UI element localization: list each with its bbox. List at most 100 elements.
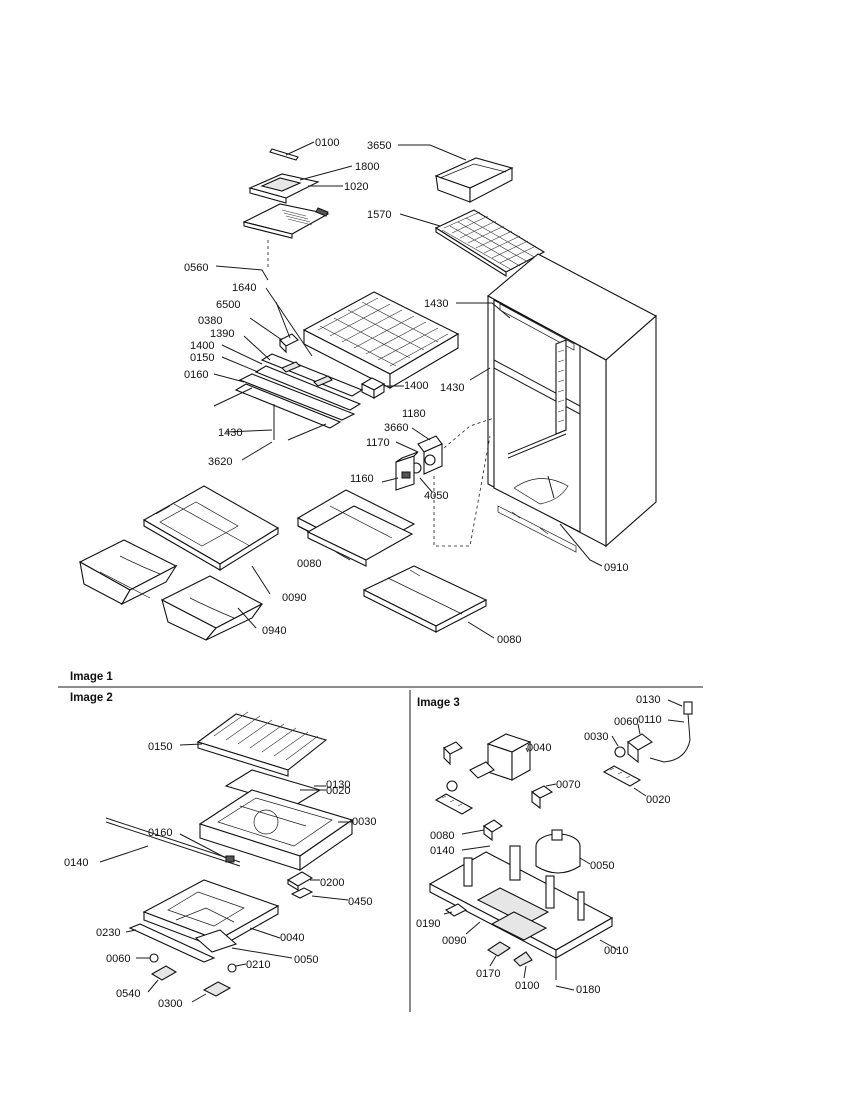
callout-1160: 1160: [350, 473, 374, 485]
callout-0140: 0140: [64, 857, 88, 869]
callout-1640: 1640: [232, 282, 256, 294]
callout-1170: 1170: [366, 437, 390, 449]
callout-0030: 0030: [352, 816, 376, 828]
callout-0040: 0040: [527, 742, 551, 754]
callout-0210: 0210: [246, 959, 270, 971]
callout-0230: 0230: [96, 927, 120, 939]
part-0080-upper-pan: [296, 489, 416, 567]
callout-0140: 0140: [430, 845, 454, 857]
callout-3650: 3650: [367, 140, 391, 152]
callout-0200: 0200: [320, 877, 344, 889]
part-0150-cover: [179, 711, 328, 777]
part-0030-tray: [198, 785, 354, 872]
callout-1390: 1390: [210, 328, 234, 340]
callout-3660: 3660: [384, 422, 408, 434]
part-6500-clip: [279, 333, 299, 354]
callout-0180: 0180: [576, 984, 600, 996]
callout-1430-top: 1430: [424, 298, 448, 310]
callout-0050: 0050: [590, 860, 614, 872]
callout-0060: 0060: [106, 953, 130, 965]
part-0080-lower-shelf: [362, 565, 495, 639]
callout-0560: 0560: [184, 262, 208, 274]
part-0100-grommet: [513, 951, 533, 979]
image1-leaders: [213, 301, 431, 453]
callout-0160: 0160: [184, 369, 208, 381]
callout-1800: 1800: [355, 161, 379, 173]
image3-assembly: 0130 0110 0060 0030 0040 0070 0020 0080 …: [416, 694, 693, 996]
panel-title-image2: Image 2: [70, 692, 113, 704]
callout-3620: 3620: [208, 456, 232, 468]
image1-callout-labels: 0100 1800 1020 3650 1570 0560 1640 6500 …: [184, 137, 628, 646]
part-0210-clip: [227, 963, 247, 973]
callout-6500: 6500: [216, 299, 240, 311]
panel-title-image3: Image 3: [417, 697, 460, 709]
callout-1570: 1570: [367, 209, 391, 221]
part-0170-grommet: [486, 941, 512, 967]
callout-0070: 0070: [556, 779, 580, 791]
part-0140-rod: [99, 817, 241, 867]
callout-0020: 0020: [646, 794, 670, 806]
part-0010-base-plate: [428, 845, 619, 959]
callout-0100: 0100: [515, 980, 539, 992]
part-0060-relay: [611, 723, 653, 764]
image3-callout-labels: 0130 0110 0060 0030 0040 0070 0020 0080 …: [416, 694, 670, 996]
part-0200-bracket: [286, 871, 349, 901]
part-0100: [269, 141, 315, 161]
part-0020-bracket: [602, 765, 647, 797]
callout-0050: 0050: [294, 954, 318, 966]
callout-1180: 1180: [402, 408, 426, 420]
image2-callout-labels: 0150 0020 0130 0160 0030 0140 0200 0450 …: [64, 741, 376, 1010]
callout-0150: 0150: [148, 741, 172, 753]
callout-0020: 0020: [326, 785, 350, 797]
part-0070-part: [530, 783, 557, 810]
part-1400-block: [360, 377, 386, 399]
part-0230-strip: [125, 923, 293, 963]
part-0060-clip: [136, 953, 159, 963]
part-0540-knob: [147, 965, 178, 993]
callout-0380: 0380: [198, 315, 222, 327]
part-0090-bracket: [465, 921, 481, 935]
part-left-bracket: [434, 793, 474, 815]
part-1570-grille: [399, 209, 546, 277]
callout-0090: 0090: [282, 592, 306, 604]
panel-title-image1: Image 1: [70, 671, 113, 683]
part-1390-rail-assembly: [234, 353, 364, 429]
callout-0170: 0170: [476, 968, 500, 980]
part-0940-crisper-drawer-right: [160, 575, 264, 641]
part-0040-housing: [443, 733, 532, 792]
callout-1430-cabinet: 1430: [440, 382, 464, 394]
callout-0080-lower: 0080: [497, 634, 521, 646]
part-0050-compressor: [535, 829, 591, 874]
callout-0130: 0130: [326, 779, 350, 791]
part-3650-bin: [398, 144, 514, 203]
callout-0300: 0300: [158, 998, 182, 1010]
panel-dividers: Image 1 Image 2 Image 3: [58, 671, 703, 1012]
image1-assembly: 0100 1800 1020 3650 1570 0560 1640 6500 …: [78, 137, 657, 646]
callout-0150: 0150: [190, 352, 214, 364]
callout-0110: 0110: [638, 714, 662, 726]
part-1640-evaporator-cover: [265, 287, 460, 389]
part-0180-screw: [555, 958, 575, 991]
callout-0100: 0100: [315, 137, 339, 149]
callout-0080: 0080: [430, 830, 454, 842]
part-1800-control-housing: [248, 165, 353, 204]
part-0090-crisper-cover: [142, 485, 280, 595]
callout-0010: 0010: [604, 945, 628, 957]
part-0080-block: [461, 819, 503, 851]
callout-0910: 0910: [604, 562, 628, 574]
callout-0080-upper: 0080: [297, 558, 321, 570]
part-1020-control-bracket: [242, 203, 330, 239]
part-1180-damper-assembly: [381, 417, 495, 547]
callout-0160: 0160: [148, 827, 172, 839]
part-0300-knob: [191, 981, 232, 1003]
part-crisper-drawer-left: [78, 539, 178, 606]
part-0110-cord: [649, 699, 693, 763]
part-cabinet: [487, 253, 657, 553]
callout-0060: 0060: [614, 716, 638, 728]
callout-0030: 0030: [584, 731, 608, 743]
callout-1020: 1020: [344, 181, 368, 193]
callout-1430-strip: 1430: [218, 427, 242, 439]
callout-1400-left: 1400: [190, 340, 214, 352]
